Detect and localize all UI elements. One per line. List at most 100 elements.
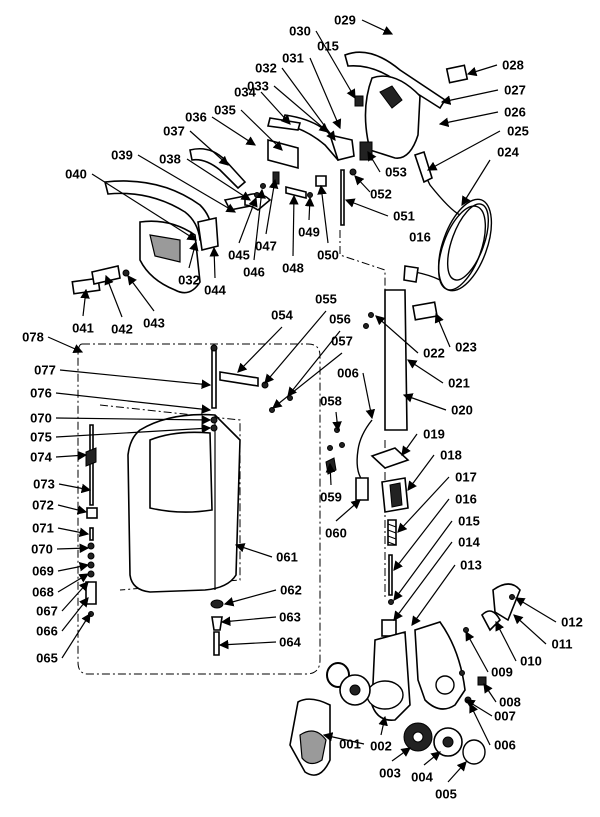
pedal-screw	[509, 594, 515, 600]
leader-line	[393, 520, 453, 601]
part-label-043: 043	[143, 315, 165, 331]
leader-line	[188, 240, 199, 269]
axle-rod	[388, 554, 393, 596]
part-label-005: 005	[435, 786, 457, 802]
part-label-057: 057	[331, 333, 353, 349]
part-label-009: 009	[491, 664, 513, 680]
leader-line	[55, 415, 212, 425]
part-label-020: 020	[451, 402, 473, 418]
leader-line	[272, 352, 343, 409]
screw	[339, 442, 345, 448]
leader-line	[438, 111, 499, 127]
assembly-guide-line	[99, 404, 241, 591]
leader-line	[375, 315, 419, 354]
washer	[87, 542, 95, 550]
part-label-071: 071	[32, 520, 54, 536]
part-label-034: 034	[234, 84, 256, 100]
leader-line	[440, 89, 499, 105]
part-label-017: 017	[455, 469, 477, 485]
release-latch	[189, 147, 247, 190]
part-label-051: 051	[393, 208, 415, 224]
part-label-011: 011	[551, 636, 573, 652]
leader-line	[495, 620, 517, 662]
leader-line	[218, 639, 277, 650]
cap	[86, 507, 98, 519]
filter-rod	[211, 349, 217, 409]
leader-line	[332, 411, 342, 432]
handle-housing	[364, 75, 421, 159]
part-label-002: 002	[370, 738, 392, 754]
leader-line	[240, 109, 283, 151]
canister-group-outline	[77, 343, 321, 675]
leader-line	[61, 597, 89, 632]
part-label-019: 019	[423, 426, 445, 442]
leader-line	[237, 326, 283, 373]
cord-strain-relief	[413, 150, 433, 184]
assembly-guide-line	[339, 230, 386, 290]
leader-line	[211, 116, 257, 146]
part-label-063: 063	[279, 609, 301, 625]
leader-line	[464, 699, 493, 717]
leader-line	[354, 175, 371, 193]
screw	[122, 269, 130, 277]
leader-line	[264, 310, 327, 384]
part-label-035: 035	[214, 102, 236, 118]
leader-line	[57, 561, 90, 572]
cable-connector	[355, 477, 369, 501]
leader-line	[393, 498, 450, 571]
part-label-023: 023	[455, 339, 477, 355]
bearing-block	[381, 619, 397, 637]
part-label-030: 030	[289, 23, 311, 39]
part-label-049: 049	[298, 224, 320, 240]
part-label-032-top: 032	[255, 60, 277, 76]
leader-line	[391, 747, 411, 762]
leader-line	[223, 589, 277, 607]
part-label-028: 028	[502, 57, 524, 73]
tube-rod	[213, 631, 220, 656]
part-label-062: 062	[280, 582, 302, 598]
cap	[481, 610, 501, 632]
part-label-039: 039	[111, 147, 133, 163]
part-label-031: 031	[282, 50, 304, 66]
part-label-074: 074	[30, 449, 52, 465]
part-label-015-handle: 015	[317, 38, 339, 54]
leader-line	[447, 761, 467, 783]
leader-line	[514, 597, 557, 623]
switch-screw	[349, 168, 357, 176]
part-label-066: 066	[36, 623, 58, 639]
part-label-069: 069	[32, 563, 54, 579]
part-label-076: 076	[30, 385, 52, 401]
wheel-right-hub	[442, 736, 454, 748]
leader-line	[335, 499, 361, 522]
part-label-059: 059	[320, 489, 342, 505]
handle-tube	[384, 289, 408, 431]
part-label-033: 033	[247, 78, 269, 94]
tube-screw	[368, 312, 374, 318]
leader-line	[56, 543, 90, 554]
pivot-screw	[459, 670, 465, 676]
leader-line	[91, 173, 198, 241]
switch-block	[354, 95, 364, 107]
leader-line	[238, 196, 258, 244]
part-label-008: 008	[499, 694, 521, 710]
canister-window	[149, 431, 213, 513]
leader-line	[55, 392, 212, 414]
part-label-052: 052	[370, 186, 392, 202]
part-label-054: 054	[271, 307, 293, 323]
leader-line	[57, 504, 88, 515]
leader-line	[209, 246, 220, 279]
leader-line	[322, 732, 365, 745]
part-label-077: 077	[34, 362, 56, 378]
e-clip	[388, 599, 394, 605]
leader-line	[434, 312, 451, 348]
clip	[325, 457, 337, 475]
tire-ring	[462, 739, 486, 765]
leader-line	[273, 85, 329, 133]
leader-line	[309, 57, 342, 130]
part-label-007: 007	[494, 708, 516, 724]
part-label-037: 037	[163, 123, 185, 139]
part-label-013: 013	[460, 557, 482, 573]
power-cord	[414, 159, 493, 292]
cord-wrap-bracket	[197, 217, 219, 251]
